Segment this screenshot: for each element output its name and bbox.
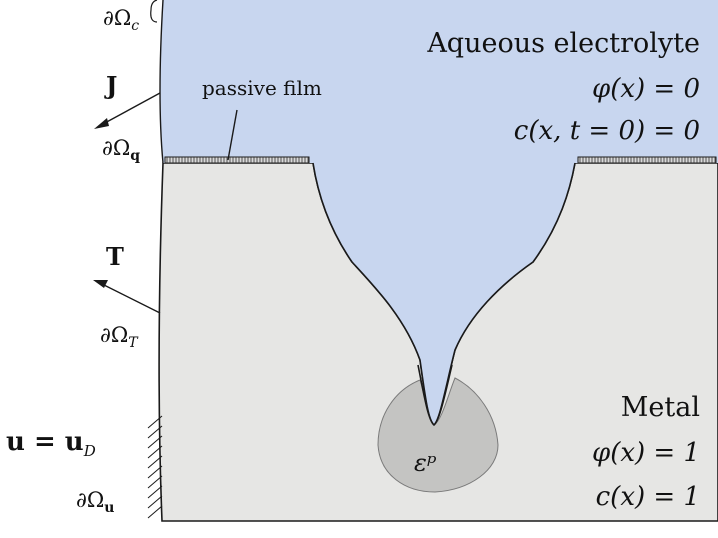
passive-film-right xyxy=(577,156,717,164)
flux-arrowhead xyxy=(94,118,109,129)
hatch-line xyxy=(147,485,163,499)
metal-title: Metal xyxy=(620,392,700,423)
omega-q-label: ∂Ωq xyxy=(102,136,141,165)
hatch-line xyxy=(147,435,163,449)
hatch-line xyxy=(147,465,163,479)
electrolyte-left-edge xyxy=(159,0,164,164)
electrolyte-title: Aqueous electrolyte xyxy=(427,28,700,59)
passive-film-label: passive film xyxy=(202,76,322,100)
fixed-support-hatching xyxy=(147,415,163,519)
metal-potential-eq: φ(x) = 1 xyxy=(591,438,700,468)
metal-concentration-eq: c(x) = 1 xyxy=(595,482,700,512)
passive-film-left xyxy=(164,156,310,164)
omega-t-label: ∂ΩT xyxy=(100,323,138,352)
plastic-strain-label: εᵖ xyxy=(414,449,437,477)
hatch-line xyxy=(147,495,163,509)
electrolyte-potential-eq: φ(x) = 0 xyxy=(591,74,700,104)
omega-u-label: ∂Ωu xyxy=(76,488,115,517)
hatch-line xyxy=(147,415,163,429)
omega-c-brace xyxy=(150,0,158,23)
hatch-line xyxy=(147,445,163,459)
flux-arrow-line xyxy=(102,92,161,125)
pit-tip-outline xyxy=(417,364,453,427)
flux-vector-label: J xyxy=(106,71,118,100)
traction-vector-label: T xyxy=(106,242,124,271)
electrolyte-domain xyxy=(159,0,718,425)
passive-film-leader xyxy=(227,109,238,161)
displacement-bc-eq: u = uD xyxy=(6,427,96,461)
hatch-line xyxy=(147,475,163,489)
hatch-line xyxy=(147,425,163,439)
electrolyte-concentration-eq: c(x, t = 0) = 0 xyxy=(513,116,700,146)
omega-c-label: ∂Ωc xyxy=(103,6,140,35)
hatch-line xyxy=(147,505,163,519)
hatch-line xyxy=(147,455,163,469)
traction-arrowhead xyxy=(93,280,108,288)
traction-arrow-line xyxy=(101,283,161,314)
